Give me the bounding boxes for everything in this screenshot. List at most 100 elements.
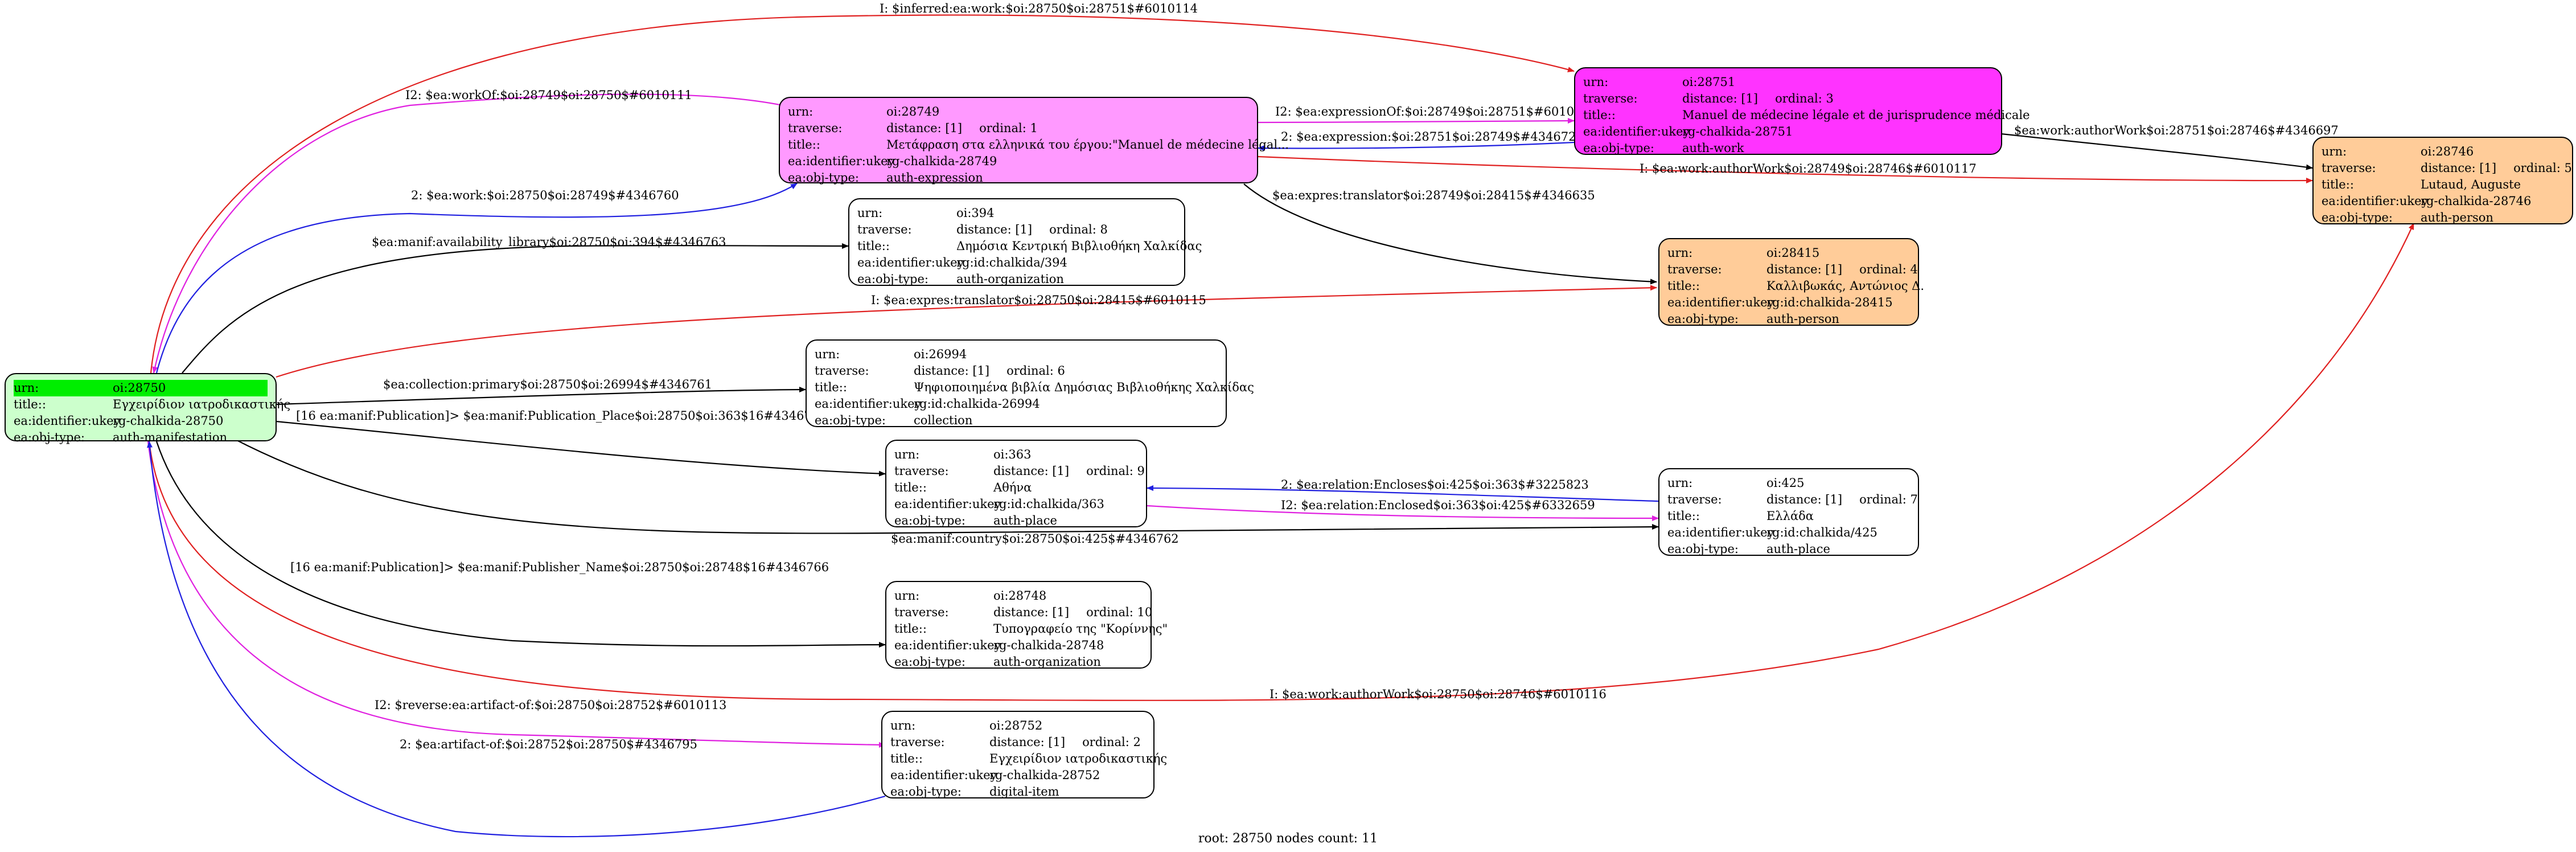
node-ukey: rg:id:chalkida-26994 xyxy=(914,397,1040,411)
edge-label: $ea:collection:primary$oi:28750$oi:26994… xyxy=(383,378,712,391)
node-394[interactable]: urn:oi:394 traverse:distance: [1]ordinal… xyxy=(848,198,1202,286)
node-objtype: auth-organization xyxy=(956,272,1064,286)
node-ukey: rg-chalkida-28750 xyxy=(113,414,224,428)
field-label: ea:identifier:ukey xyxy=(894,638,1001,652)
field-label: urn: xyxy=(14,381,39,395)
field-label: ea:obj-type: xyxy=(1667,542,1739,556)
field-label: ea:obj-type: xyxy=(788,171,859,185)
edge-line xyxy=(2000,133,2313,170)
edge-line xyxy=(152,93,783,374)
field-label: title:: xyxy=(1667,509,1700,523)
field-label: ea:identifier:ukey xyxy=(14,414,121,428)
node-title: Εγχειρίδιον ιατροδικαστικής xyxy=(989,752,1168,765)
field-label: ea:obj-type: xyxy=(890,785,962,798)
node-425[interactable]: urn:oi:425 traverse:distance: [1]ordinal… xyxy=(1658,468,1919,556)
field-label: urn: xyxy=(1667,476,1693,490)
node-ukey: rg:id:chalkida/394 xyxy=(956,256,1067,269)
node-urn: oi:28751 xyxy=(1682,75,1736,89)
edge-line xyxy=(1147,505,1659,521)
field-label: ea:identifier:ukey xyxy=(857,256,964,269)
node-28748[interactable]: urn:oi:28748 traverse:distance: [1]ordin… xyxy=(885,581,1168,669)
field-label: traverse: xyxy=(1583,92,1638,105)
node-objtype: auth-expression xyxy=(886,171,983,185)
node-objtype: collection xyxy=(914,413,973,427)
field-label: urn: xyxy=(890,719,916,732)
edge-line xyxy=(182,243,849,374)
node-ordinal: ordinal: 4 xyxy=(1859,263,1918,276)
field-label: traverse: xyxy=(1667,493,1722,506)
node-traverse: distance: [1] xyxy=(993,605,1070,619)
field-label: urn: xyxy=(894,448,920,461)
field-label: traverse: xyxy=(788,121,843,135)
edge-line xyxy=(276,285,1657,378)
field-label: title:: xyxy=(788,138,820,151)
edge-line xyxy=(276,420,886,477)
node-ukey: rg:id:chalkida/425 xyxy=(1766,526,1877,539)
node-urn: oi:394 xyxy=(956,206,995,220)
node-urn: oi:28748 xyxy=(993,589,1047,603)
node-ordinal: ordinal: 6 xyxy=(1006,364,1065,378)
field-label: traverse: xyxy=(2322,161,2376,175)
node-363[interactable]: urn:oi:363 traverse:distance: [1]ordinal… xyxy=(885,440,1147,527)
node-ordinal: ordinal: 9 xyxy=(1086,464,1145,478)
field-label: ea:obj-type: xyxy=(1583,141,1654,155)
edge-line xyxy=(233,438,1659,534)
edge-line xyxy=(148,223,2415,701)
node-urn: oi:363 xyxy=(993,448,1032,461)
edge-label: 2: $ea:relation:Encloses$oi:425$oi:363$#… xyxy=(1281,478,1589,491)
edge-line xyxy=(155,183,798,374)
node-28752[interactable]: urn:oi:28752 traverse:distance: [1]ordin… xyxy=(881,711,1167,798)
node-ukey: rg:id:chalkida/363 xyxy=(993,497,1104,511)
node-28746[interactable]: urn:oi:28746 traverse:distance: [1]ordin… xyxy=(2312,137,2573,224)
field-label: ea:obj-type: xyxy=(894,514,966,527)
node-urn: oi:28752 xyxy=(989,719,1043,732)
node-title: Δημόσια Κεντρική Βιβλιοθήκη Χαλκίδας xyxy=(956,239,1202,253)
edge-line xyxy=(276,387,806,405)
edge-label: I: $ea:work:authorWork$oi:28750$oi:28746… xyxy=(1269,687,1607,701)
node-title: Ψηφιοποιημένα βιβλία Δημόσιας Βιβλιοθήκη… xyxy=(914,380,1254,394)
node-28751[interactable]: urn:oi:28751 traverse:distance: [1]ordin… xyxy=(1574,67,2030,155)
field-label: traverse: xyxy=(815,364,869,378)
edge-label: I: $ea:expres:translator$oi:28750$oi:284… xyxy=(871,293,1206,307)
node-ukey: rg-chalkida-28746 xyxy=(2421,194,2532,208)
node-28415[interactable]: urn:oi:28415 traverse:distance: [1]ordin… xyxy=(1658,238,1924,326)
field-label: title:: xyxy=(890,752,923,765)
field-label: title:: xyxy=(815,380,847,394)
edge-line xyxy=(147,441,886,748)
field-label: ea:identifier:ukey xyxy=(1667,296,1774,309)
edge-label: $ea:manif:country$oi:28750$oi:425$#43467… xyxy=(891,532,1179,546)
node-ukey: rg-chalkida-28749 xyxy=(886,154,997,168)
node-title: Μετάφραση στα ελληνικά του έργου:"Manuel… xyxy=(886,138,1289,151)
edge-label: I: $inferred:ea:work:$oi:28750$oi:28751$… xyxy=(880,2,1198,15)
field-label: title:: xyxy=(894,622,927,636)
edge-label: $ea:manif:availability_library$oi:28750$… xyxy=(372,235,726,249)
node-urn-row: urn: oi:28750 xyxy=(14,380,268,396)
node-28749[interactable]: urn:oi:28749 traverse:distance: [1]ordin… xyxy=(779,97,1289,185)
node-traverse: distance: [1] xyxy=(886,121,963,135)
field-label: traverse: xyxy=(857,223,912,236)
node-traverse: distance: [1] xyxy=(1766,493,1843,506)
edge-label: $ea:work:authorWork$oi:28751$oi:28746$#4… xyxy=(2014,124,2339,137)
edge-label: 2: $ea:expression:$oi:28751$oi:28749$#43… xyxy=(1281,130,1584,144)
edge-line xyxy=(1147,485,1659,502)
node-ukey: rg-chalkida-28748 xyxy=(993,638,1104,652)
field-label: urn: xyxy=(857,206,883,220)
node-urn: oi:26994 xyxy=(914,347,967,361)
node-objtype: digital-item xyxy=(989,785,1059,798)
edge-line xyxy=(1258,155,2313,184)
node-urn: oi:425 xyxy=(1766,476,1805,490)
field-label: ea:identifier:ukey xyxy=(788,154,895,168)
field-label: urn: xyxy=(894,589,920,603)
node-ukey: rg-chalkida-28752 xyxy=(989,768,1100,782)
node-ordinal: ordinal: 5 xyxy=(2513,161,2572,175)
edge-label: 2: $ea:artifact-of:$oi:28752$oi:28750$#4… xyxy=(400,738,697,751)
field-label: ea:identifier:ukey xyxy=(1667,526,1774,539)
node-objtype: auth-manifestation xyxy=(113,431,228,444)
graph-footer: root: 28750 nodes count: 11 xyxy=(1198,831,1378,846)
node-ordinal: ordinal: 1 xyxy=(979,121,1038,135)
edge-line xyxy=(1258,141,1575,151)
node-28750[interactable]: urn: oi:28750 title::Εγχειρίδιον ιατροδι… xyxy=(5,373,290,444)
node-26994[interactable]: urn:oi:26994 traverse:distance: [1]ordin… xyxy=(806,339,1254,427)
